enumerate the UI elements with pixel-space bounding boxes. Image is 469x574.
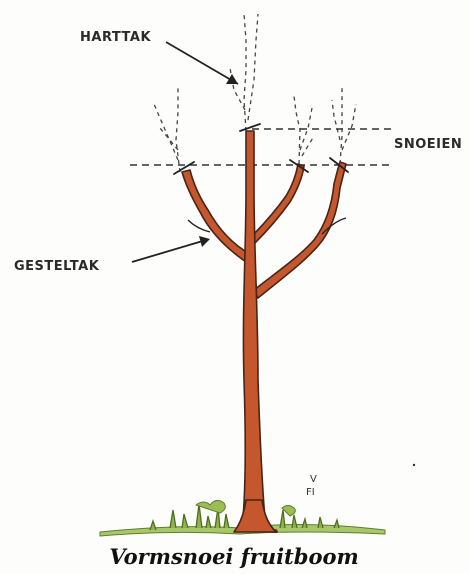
label-harttak: HARTTAK [80, 30, 151, 45]
ink-dot [413, 464, 415, 466]
caption: Vormsnoei fruitboom [109, 544, 358, 569]
left-branch [182, 170, 250, 262]
trunk [242, 131, 277, 532]
label-gesteltak: GESTELTAK [14, 259, 100, 274]
pruning-lines [130, 129, 392, 165]
signature-line1: V [310, 474, 317, 485]
cut-off-shoots [154, 14, 356, 172]
cut-marks [174, 124, 348, 174]
tree [182, 131, 346, 532]
signature-line2: FI [306, 487, 315, 498]
trunk-base [234, 500, 276, 532]
label-arrows [132, 42, 238, 262]
middle-branch [250, 164, 304, 244]
label-snoeien: SNOEIEN [394, 137, 462, 152]
